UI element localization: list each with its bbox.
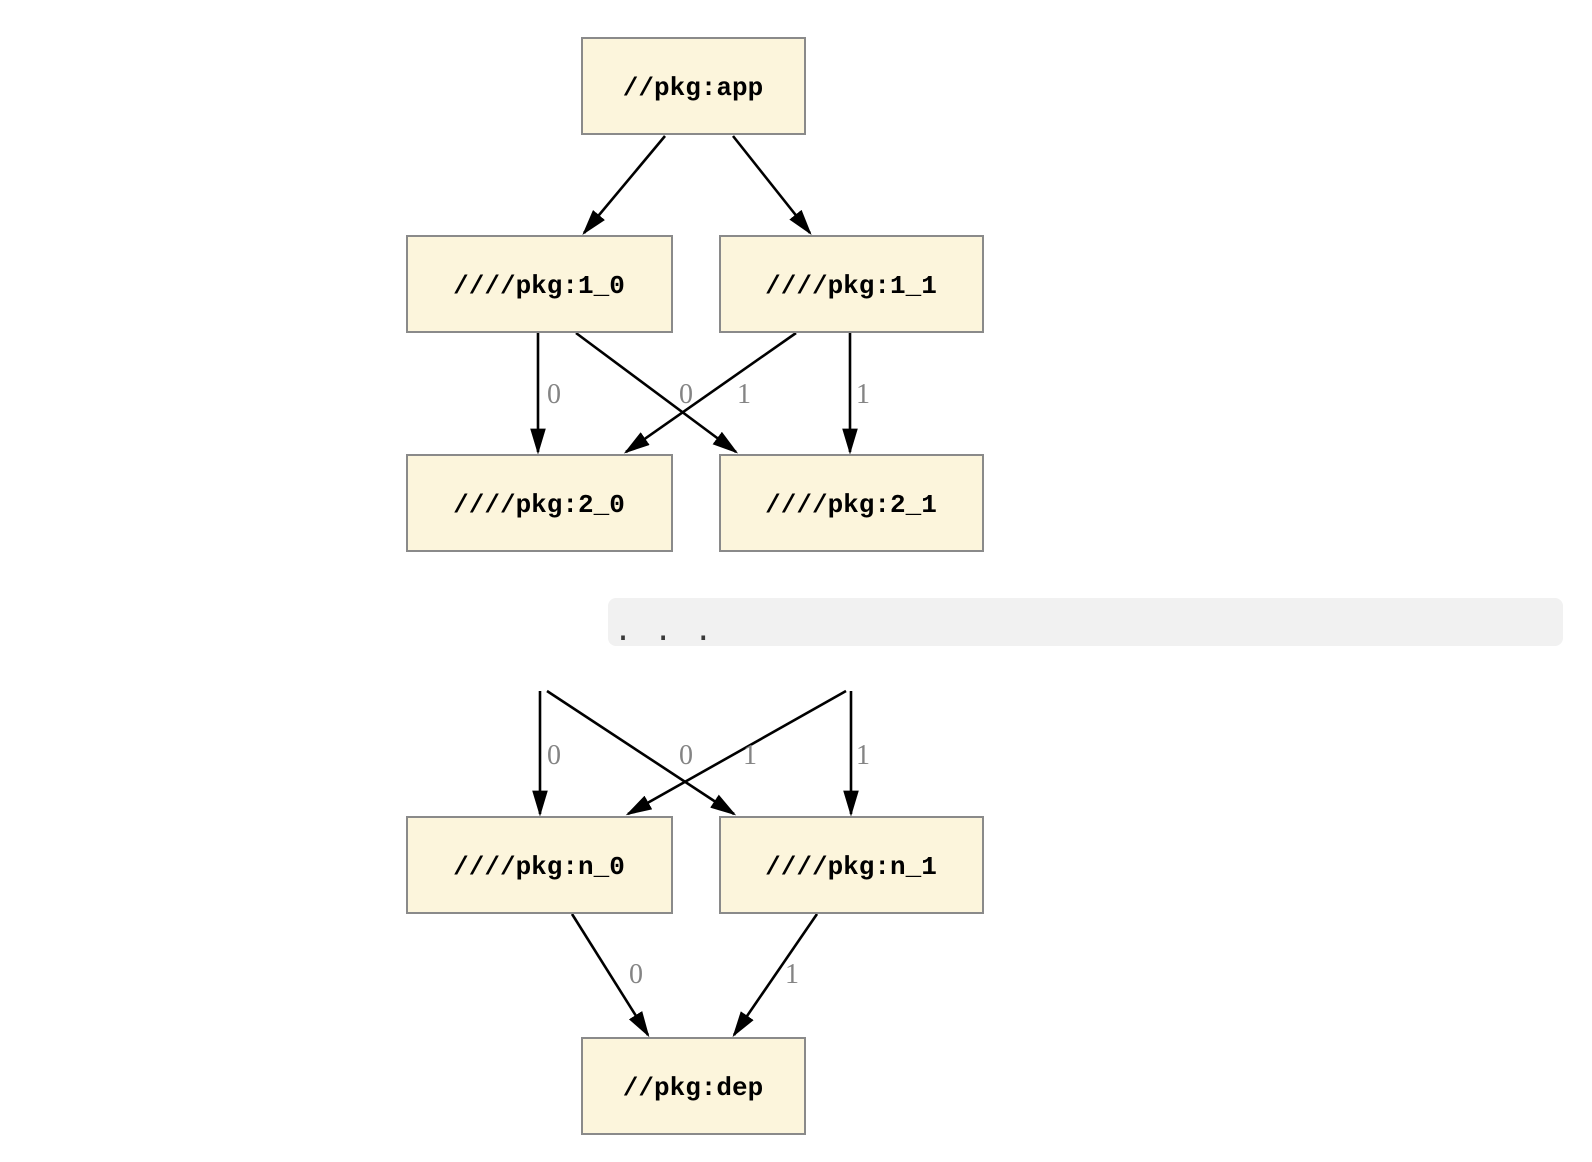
node-dep-label: //pkg:dep: [623, 1073, 763, 1103]
node-2_0-box: [406, 454, 673, 552]
node-app-label: //pkg:app: [623, 73, 763, 103]
edge-1_1-to-2_0: [623, 331, 797, 454]
edge-prev_0-to-n_1: [546, 689, 737, 816]
node-1_0-box: [406, 235, 673, 333]
edge-label: 1: [743, 740, 757, 771]
node-1_1-box: [719, 235, 984, 333]
ellipsis-band: . . .: [608, 598, 1563, 648]
edge-label: 0: [679, 740, 693, 771]
node-n_0-label: ////pkg:n_0: [453, 852, 625, 882]
edge-label: 0: [547, 740, 561, 771]
edge-app-to-1_0: [582, 135, 666, 235]
node-app: //pkg:app: [581, 37, 806, 135]
edge-app-to-1_1: [731, 135, 812, 236]
node-n_0: ////pkg:n_0: [406, 816, 673, 914]
edge-label: 1: [856, 379, 870, 410]
edge-n_1-to-dep: [732, 913, 819, 1038]
node-dep-box: [581, 1037, 806, 1135]
edge-n_0-to-dep: [570, 913, 650, 1038]
node-2_0: ////pkg:2_0: [406, 454, 673, 552]
node-n_1-box: [719, 816, 984, 914]
edge-label: 1: [737, 379, 751, 410]
edge-label: 1: [856, 740, 870, 771]
node-n_0-box: [406, 816, 673, 914]
edge-label: 0: [679, 379, 693, 410]
node-n_1: ////pkg:n_1: [719, 816, 984, 914]
edge-prev_1-to-n_0: [625, 689, 847, 816]
node-dep: //pkg:dep: [581, 1037, 806, 1135]
node-1_1-label: ////pkg:1_1: [765, 271, 937, 301]
node-2_1-label: ////pkg:2_1: [765, 490, 937, 520]
edge-1_0-to-2_1: [575, 331, 739, 454]
ellipsis-band-box: [608, 598, 1563, 646]
ellipsis-text: . . .: [614, 613, 714, 648]
node-app-box: [581, 37, 806, 135]
edge-label: 1: [785, 959, 799, 990]
node-1_0-label: ////pkg:1_0: [453, 271, 625, 301]
node-n_1-label: ////pkg:n_1: [765, 852, 937, 882]
node-2_0-label: ////pkg:2_0: [453, 490, 625, 520]
edge-label: 0: [547, 379, 561, 410]
node-2_1: ////pkg:2_1: [719, 454, 984, 552]
node-2_1-box: [719, 454, 984, 552]
node-1_0: ////pkg:1_0: [406, 235, 673, 333]
edge-label: 0: [629, 959, 643, 990]
node-1_1: ////pkg:1_1: [719, 235, 984, 333]
